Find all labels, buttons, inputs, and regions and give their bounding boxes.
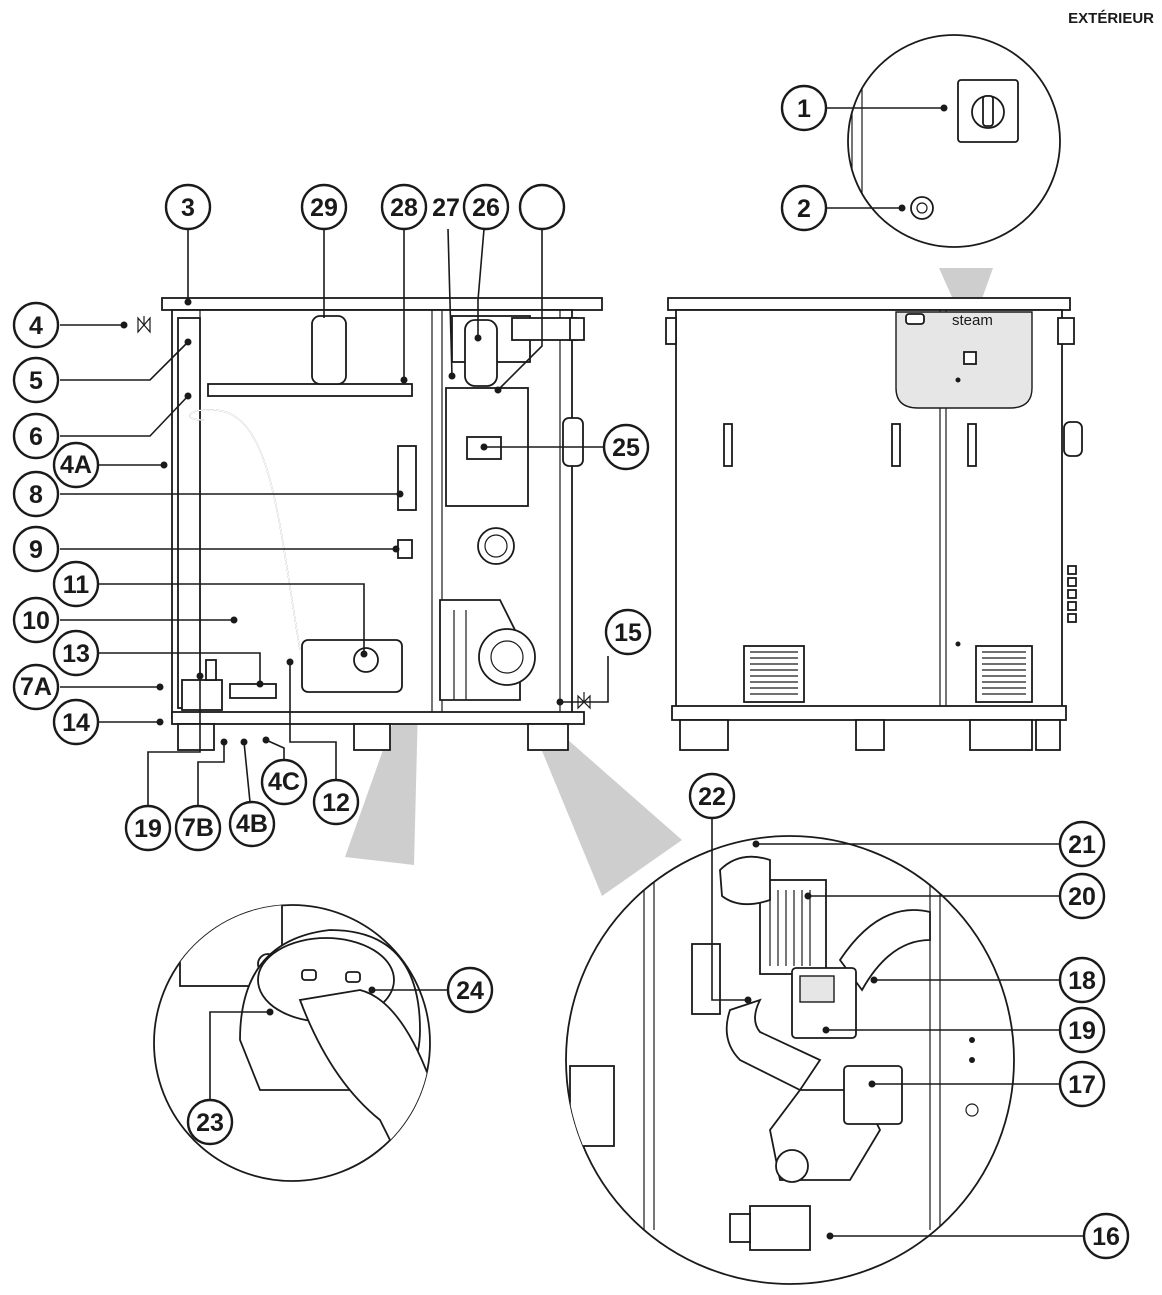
detail-burner-group	[565, 835, 1015, 1285]
svg-text:9: 9	[29, 536, 43, 564]
svg-text:7A: 7A	[20, 673, 52, 701]
svg-text:25: 25	[612, 434, 640, 462]
grille-left	[750, 651, 798, 695]
svg-text:22: 22	[698, 783, 726, 811]
svg-text:19: 19	[134, 815, 162, 843]
svg-text:20: 20	[1068, 883, 1096, 911]
svg-text:7B: 7B	[182, 814, 214, 842]
callout-8: 8	[12, 470, 60, 518]
steam-logo-text: steam	[952, 312, 993, 329]
callout-blank	[518, 183, 566, 231]
svg-text:27: 27	[432, 194, 460, 222]
svg-text:16: 16	[1092, 1223, 1120, 1251]
callout-5: 5	[12, 356, 60, 404]
interior-unit	[161, 297, 603, 751]
svg-text:8: 8	[29, 481, 43, 509]
callout-19-detail: 19	[1058, 1006, 1106, 1054]
svg-text:11: 11	[63, 571, 90, 599]
svg-text:29: 29	[310, 194, 338, 222]
svg-text:24: 24	[456, 977, 484, 1005]
grille-right	[982, 651, 1026, 695]
callout-10: 10	[12, 596, 60, 644]
callout-7B: 7B	[174, 804, 222, 852]
callout-29: 29	[300, 183, 348, 231]
callout-7A: 7A	[12, 663, 60, 711]
svg-text:3: 3	[181, 194, 195, 222]
callout-9: 9	[12, 525, 60, 573]
callout-28: 28	[380, 183, 428, 231]
valve-symbol-water-inlet	[137, 316, 151, 334]
svg-text:4: 4	[29, 312, 43, 340]
callout-26: 26	[462, 183, 510, 231]
detail-switch-panel	[847, 34, 1061, 248]
svg-text:15: 15	[614, 619, 642, 647]
exterior-heading: EXTÉRIEUR	[1068, 10, 1154, 27]
svg-text:4A: 4A	[60, 451, 92, 479]
callout-2: 2	[780, 184, 828, 232]
svg-text:5: 5	[29, 367, 43, 395]
svg-text:13: 13	[62, 640, 90, 668]
heat-exchanger-fins	[769, 890, 811, 966]
callout-18: 18	[1058, 956, 1106, 1004]
callout-14: 14	[52, 698, 100, 746]
svg-text:21: 21	[1068, 831, 1096, 859]
valve-symbol-drain	[577, 692, 591, 710]
exterior-unit: steam	[665, 297, 1083, 751]
callout-4B: 4B	[228, 800, 276, 848]
callout-6: 6	[12, 412, 60, 460]
callout-16: 16	[1082, 1212, 1130, 1260]
callout-19: 19	[124, 804, 172, 852]
callout-4A: 4A	[52, 441, 100, 489]
svg-text:6: 6	[29, 423, 43, 451]
svg-text:28: 28	[390, 194, 418, 222]
callout-23: 23	[186, 1098, 234, 1146]
svg-text:4C: 4C	[268, 768, 300, 796]
callout-15: 15	[604, 608, 652, 656]
callout-24: 24	[446, 966, 494, 1014]
svg-text:12: 12	[322, 789, 350, 817]
svg-text:17: 17	[1068, 1071, 1096, 1099]
callout-13: 13	[52, 629, 100, 677]
svg-text:23: 23	[196, 1109, 224, 1137]
callout-25: 25	[602, 423, 650, 471]
svg-text:26: 26	[472, 194, 500, 222]
callout-3: 3	[164, 183, 212, 231]
callout-20: 20	[1058, 872, 1106, 920]
svg-text:18: 18	[1068, 967, 1096, 995]
callout-1: 1	[780, 84, 828, 132]
callout-27: 27	[432, 194, 460, 222]
callout-11: 11	[52, 560, 100, 608]
svg-text:1: 1	[797, 95, 811, 123]
callout-4: 4	[12, 301, 60, 349]
detail-fan-outlet	[153, 904, 431, 1182]
leader-lines	[60, 104, 1084, 1240]
svg-text:4B: 4B	[236, 810, 268, 838]
callout-17: 17	[1058, 1060, 1106, 1108]
svg-text:19: 19	[1068, 1017, 1096, 1045]
callout-4C: 4C	[260, 758, 308, 806]
svg-text:14: 14	[62, 709, 90, 737]
callout-21: 21	[1058, 820, 1106, 868]
svg-text:10: 10	[22, 607, 50, 635]
callout-22: 22	[688, 772, 736, 820]
callout-12: 12	[312, 778, 360, 826]
svg-text:2: 2	[797, 195, 811, 223]
